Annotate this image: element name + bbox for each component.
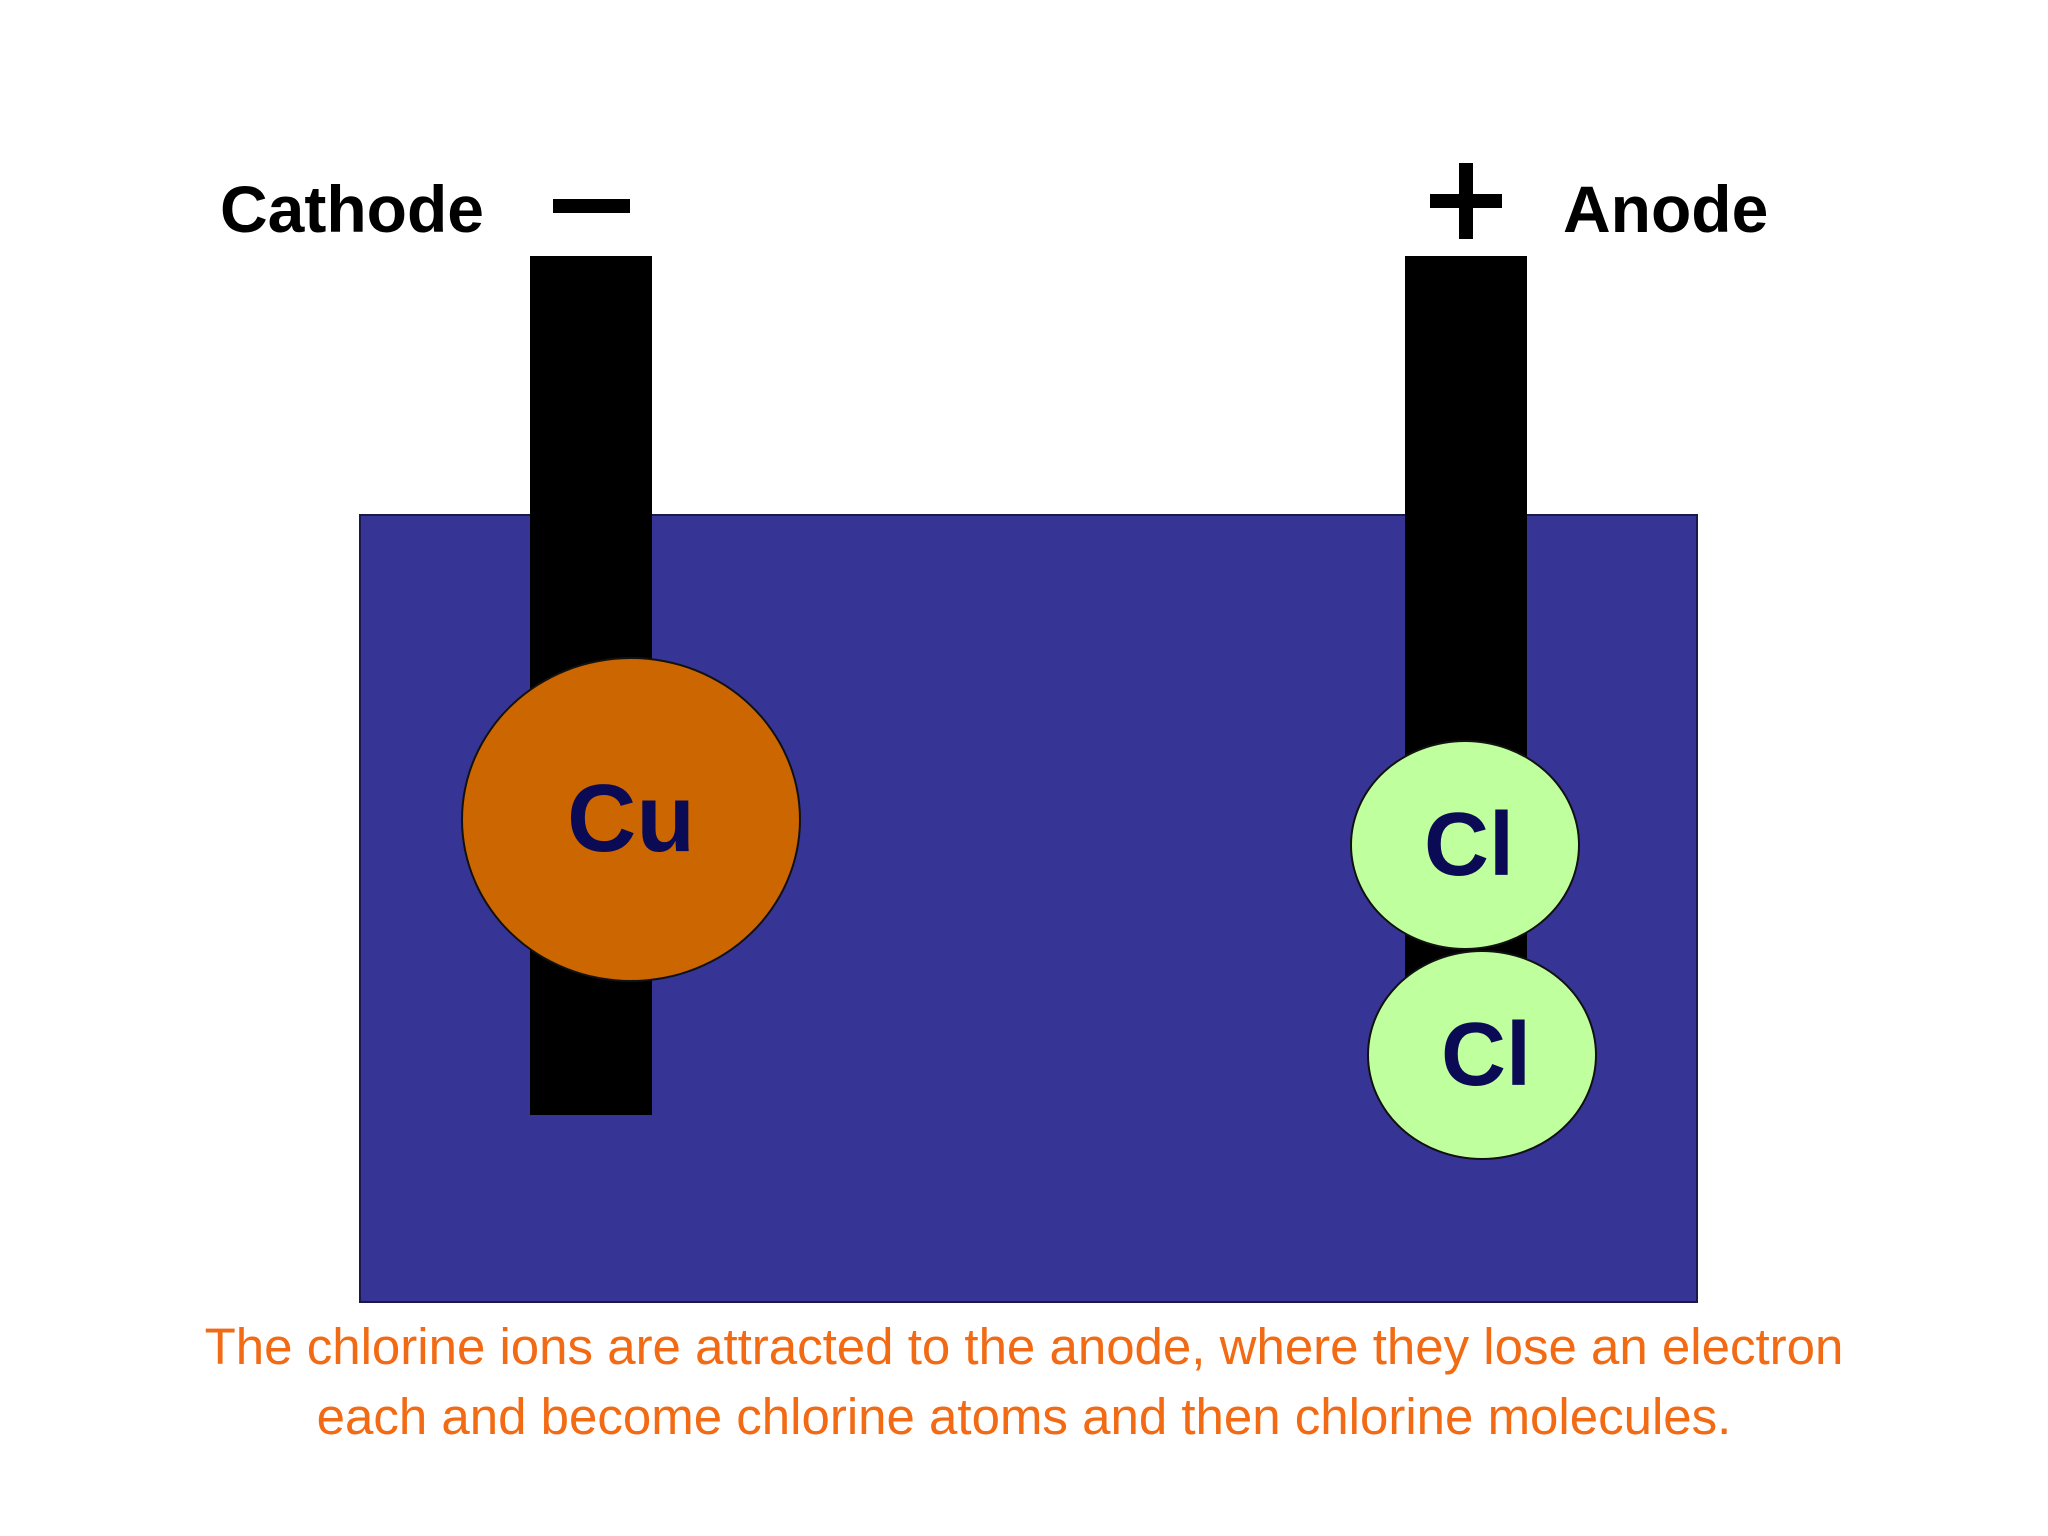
caption-line-1: The chlorine ions are attracted to the a…	[204, 1318, 1844, 1375]
copper-atom: Cu	[461, 657, 801, 982]
chlorine-symbol-lower: Cl	[1441, 1005, 1531, 1105]
anode-label: Anode	[1563, 172, 1769, 246]
copper-symbol: Cu	[567, 764, 695, 872]
chlorine-symbol-upper: Cl	[1424, 795, 1514, 895]
caption-line-2: each and become chlorine atoms and then …	[316, 1388, 1732, 1445]
plus-sign-icon	[1430, 163, 1502, 239]
minus-sign-icon	[553, 199, 630, 213]
chlorine-atom-upper: Cl	[1350, 740, 1580, 950]
caption: The chlorine ions are attracted to the a…	[80, 1312, 1968, 1452]
cathode-label: Cathode	[220, 172, 484, 246]
chlorine-atom-lower: Cl	[1367, 950, 1597, 1160]
